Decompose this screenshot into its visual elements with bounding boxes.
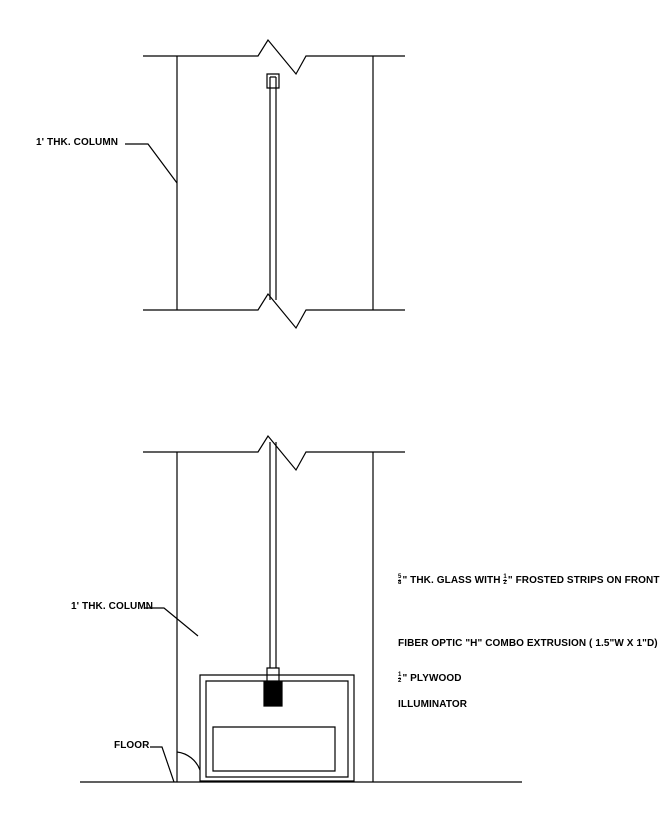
top-column-detail (125, 40, 405, 328)
illuminator (213, 727, 335, 771)
glass-fraction-1-2: 1 2 (503, 574, 507, 586)
plywood-label: 1 2 " PLYWOOD (398, 672, 462, 685)
top-column-leader (125, 144, 177, 183)
plywood-box-outer (200, 675, 354, 781)
glass-label: 5 8 " THK. GLASS WITH 1 2 " FROSTED STRI… (398, 574, 660, 587)
plywood-fraction-1-2: 1 2 (398, 672, 402, 684)
illuminator-label: ILLUMINATOR (398, 699, 468, 710)
top-glass-cap (267, 74, 279, 88)
plywood-box-inner (206, 681, 348, 777)
bottom-column-detail (80, 436, 522, 782)
extrusion-label: FIBER OPTIC "H" COMBO EXTRUSION ( 1.5"W … (398, 638, 658, 649)
floor-angle-arc (177, 752, 200, 770)
bottom-break-line (143, 436, 405, 470)
floor-leader (150, 747, 174, 782)
h-extrusion-lower (264, 682, 282, 706)
top-break-line-upper (143, 40, 405, 74)
bottom-column-leader (145, 608, 198, 636)
bottom-column-label: 1' THK. COLUMN (71, 601, 154, 612)
floor-label: FLOOR (114, 740, 150, 751)
top-column-label: 1' THK. COLUMN (36, 137, 119, 148)
top-break-line-lower (143, 294, 405, 328)
glass-fraction-5-8: 5 8 (398, 574, 402, 586)
